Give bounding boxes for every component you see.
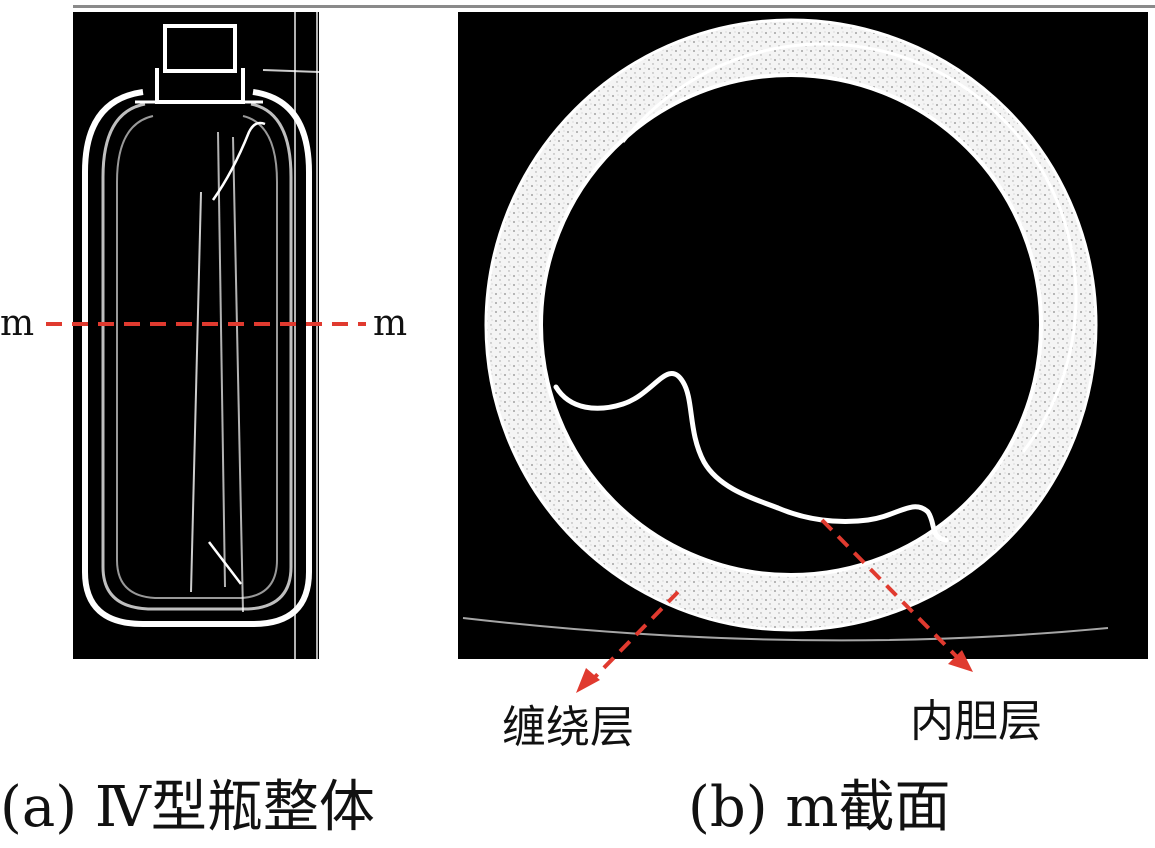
liner-layer-label: 内胆层 (910, 696, 1042, 747)
valve-neck (163, 24, 237, 73)
liner-outline (116, 115, 278, 599)
winding-layer-arrowhead (576, 668, 600, 693)
liner-layer-arrowhead (948, 650, 973, 672)
ring-inner-edge (539, 73, 1043, 577)
bottle-xray-panel (73, 12, 319, 659)
valve-lead (262, 69, 319, 73)
winding-shell-inner (101, 102, 293, 611)
background-arc (462, 617, 1109, 642)
section-mark-left: m (0, 303, 35, 344)
liner-layer-arrow-line (820, 518, 960, 660)
caption-b: (b) m截面 (688, 775, 951, 840)
liner-arc (621, 42, 1078, 453)
winding-layer-arrow-line (590, 590, 680, 682)
inner-wire-bottom (208, 541, 242, 585)
inner-trace-3 (232, 136, 244, 613)
winding-layer-label: 缠绕层 (502, 702, 634, 753)
bottle-outline-drawing (82, 12, 319, 659)
top-frame-line (73, 5, 1155, 8)
inner-trace-2 (217, 131, 226, 588)
caption-a: (a) Ⅳ型瓶整体 (0, 775, 375, 840)
inner-wire-top (211, 121, 266, 201)
ring-outer-edge (484, 18, 1098, 632)
inner-trace-1 (190, 191, 202, 593)
winding-shell-outer (82, 89, 312, 627)
cross-section-panel (458, 12, 1148, 659)
liner-layer-curve (553, 371, 949, 543)
cross-section-drawing (462, 18, 1109, 642)
section-mark-right: m (373, 303, 408, 344)
